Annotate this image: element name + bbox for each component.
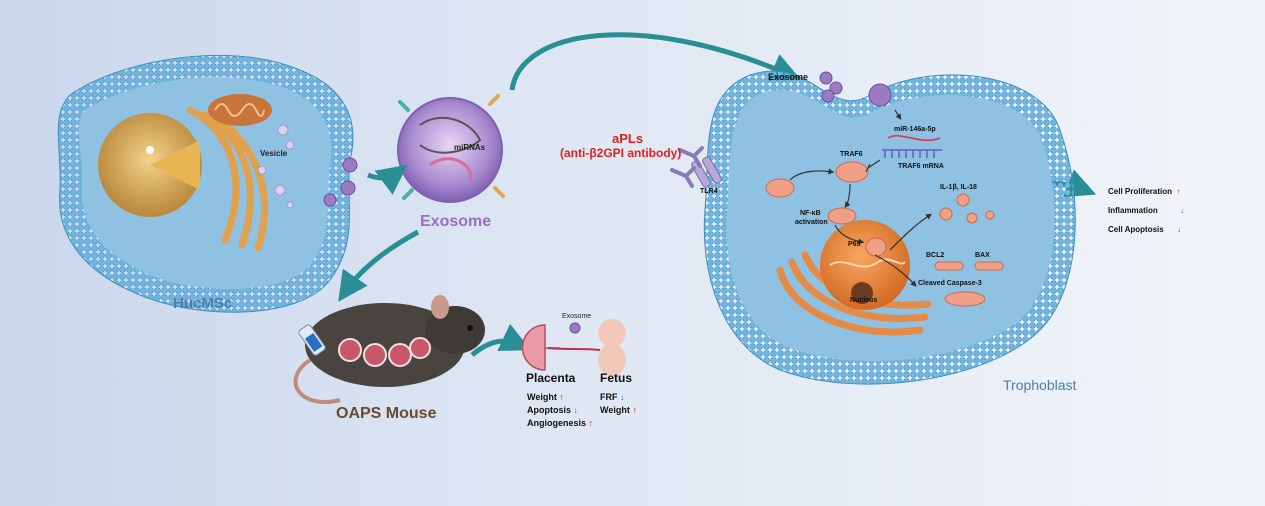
tlr4-receptor xyxy=(691,156,722,188)
placenta-outcomes: Weight ↑ Apoptosis ↓ Angiogenesis ↑ xyxy=(527,391,593,430)
exosome-main xyxy=(397,94,505,203)
placenta-label: Placenta xyxy=(526,371,576,385)
fetus-outcomes: FRF ↓ Weight ↑ xyxy=(600,391,637,417)
cell-outcomes: Cell Proliferation ↑ Inflammation ↓ Cell… xyxy=(1108,182,1184,239)
arrow-exosome-to-mouse xyxy=(338,229,420,302)
exosome-top-label: Exosome xyxy=(768,72,809,82)
hucmsc-vesicles xyxy=(257,124,295,209)
traf6-mrna-label: TRAF6 mRNA xyxy=(898,163,944,170)
hucmsc-nucleus xyxy=(98,113,202,217)
trophoblast-label: Trophoblast xyxy=(1003,377,1077,393)
down-arrow-icon: ↓ xyxy=(1177,225,1182,234)
up-arrow-icon: ↑ xyxy=(588,418,594,428)
fetus-label: Fetus xyxy=(600,371,633,385)
surface-receptors xyxy=(398,94,505,200)
antibodies xyxy=(670,146,704,188)
placenta-outcome-item: Weight ↑ xyxy=(527,392,564,402)
cell-outcome-item: Inflammation ↓ xyxy=(1108,206,1185,215)
up-arrow-icon: ↑ xyxy=(559,392,564,402)
apls-label: aPLs xyxy=(612,131,644,146)
mirnas-label: miRNAs xyxy=(454,143,486,152)
il-label: IL-1β, IL-18 xyxy=(940,184,977,191)
p65-label: P65 xyxy=(848,241,861,248)
tlr4-label: TLR4 xyxy=(700,188,718,195)
signaling-molecules xyxy=(765,161,1004,307)
small-exosome-icon xyxy=(569,322,581,334)
syringe-icon xyxy=(298,324,326,356)
up-arrow-icon: ↑ xyxy=(632,405,637,415)
exosome-main-label: Exosome xyxy=(420,213,492,230)
arrow-exosome-to-trophoblast xyxy=(509,32,802,91)
activation-label: activation xyxy=(795,219,828,226)
trophoblast-nucleus xyxy=(820,220,910,310)
placenta-outcome-item: Apoptosis ↓ xyxy=(527,405,579,415)
down-arrow-icon: ↓ xyxy=(573,405,579,415)
cell-outcome-item: Cell Apoptosis ↓ xyxy=(1108,225,1182,234)
arrow-cell-to-exosome xyxy=(367,164,408,195)
nfkb-label: NF-κB xyxy=(800,210,821,217)
placenta-outcome-item: Angiogenesis ↑ xyxy=(527,418,594,428)
bax-label: BAX xyxy=(975,252,990,259)
vesicle-label: Vesicle xyxy=(260,149,288,158)
hucmsc-golgi xyxy=(186,106,268,252)
arrow-mouse-to-placenta xyxy=(470,323,531,357)
down-arrow-icon: ↓ xyxy=(1180,206,1185,215)
nucleus-label: Nucleus xyxy=(850,297,878,304)
pathway-arrows xyxy=(789,109,932,287)
hucmsc-label: HucMSc xyxy=(173,295,233,312)
mouse-placentas xyxy=(338,337,431,367)
exosome-small-label: Exosome xyxy=(562,313,592,320)
fetus-outcome-item: Weight ↑ xyxy=(600,405,637,415)
cleaved-label: Cleaved Caspase-3 xyxy=(918,280,982,287)
bcl2-label: BCL2 xyxy=(926,252,945,259)
mrna-strand xyxy=(882,135,942,158)
oaps-mouse xyxy=(293,295,485,404)
released-exosomes xyxy=(323,157,358,207)
cell-outcome-item: Cell Proliferation ↑ xyxy=(1108,187,1181,196)
apls-sub-label: (anti-β2GPI antibody) xyxy=(560,146,682,160)
traf6-label: TRAF6 xyxy=(840,151,863,158)
hucmsc-mitochondrion xyxy=(208,94,272,126)
exosome-entry xyxy=(819,71,892,107)
fetus-outcome-item: FRF ↓ xyxy=(600,392,625,402)
fetus-icon xyxy=(598,319,626,376)
oaps-mouse-label: OAPS Mouse xyxy=(336,405,437,422)
down-arrow-icon: ↓ xyxy=(620,392,625,402)
up-arrow-icon: ↑ xyxy=(1176,187,1181,196)
hucmsc-cell xyxy=(57,54,358,313)
umbilical-cord xyxy=(547,347,601,351)
mir-label: miR-146a-5p xyxy=(894,126,936,133)
